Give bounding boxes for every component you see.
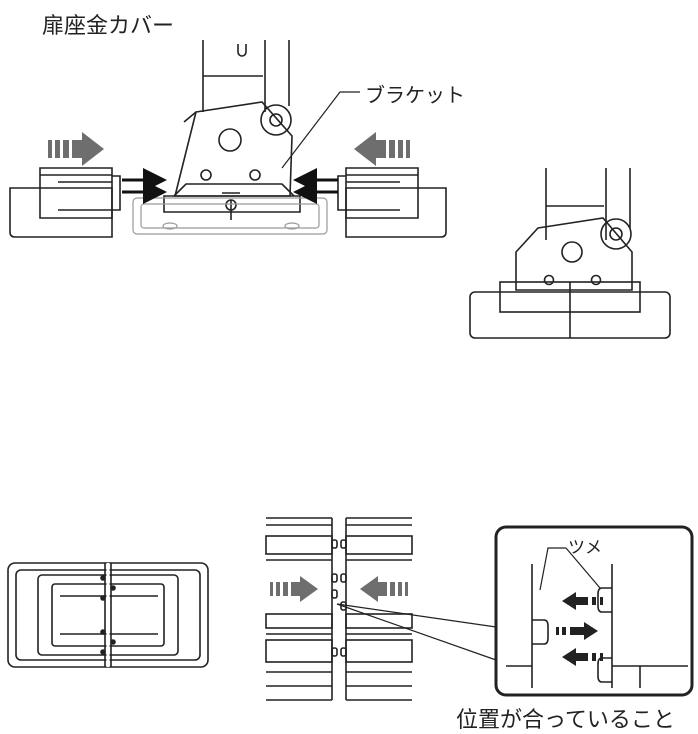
- slide-in-arrow-right: [354, 132, 410, 166]
- claw-detail-inset: [494, 525, 694, 697]
- claw-arrow-upper: [562, 592, 603, 610]
- claw-arrow-lower: [562, 648, 603, 666]
- joint-arrow-left: [270, 576, 318, 602]
- door-seat-cover-right: [337, 167, 447, 238]
- insertion-arrows-right: [293, 168, 338, 204]
- alignment-caption: 位置が合っていること: [456, 708, 675, 733]
- insertion-arrows-left: [122, 168, 167, 204]
- claw-arrow-middle: [556, 622, 598, 640]
- slide-in-arrow-left: [48, 132, 104, 166]
- cover-top-view: [7, 562, 209, 668]
- assembled-figure: [469, 168, 671, 339]
- callout-line: [336, 603, 497, 661]
- callout-line: [336, 603, 497, 628]
- claw-leader-line: [565, 547, 601, 589]
- bracket-leader-line: [281, 91, 360, 169]
- bracket-label: ブラケット: [365, 83, 465, 107]
- claw-label: ツメ: [568, 538, 602, 558]
- joint-close-up: [265, 517, 497, 701]
- door-seat-cover-label: 扉座金カバー: [42, 14, 175, 39]
- joint-arrow-right: [360, 576, 408, 602]
- hinge-arm: [202, 40, 292, 136]
- base-plate: [132, 197, 328, 235]
- door-seat-cover-left: [9, 167, 121, 238]
- exploded-assembly-figure: [9, 40, 447, 238]
- claw-leader-line: [539, 547, 566, 591]
- bracket: [163, 101, 301, 220]
